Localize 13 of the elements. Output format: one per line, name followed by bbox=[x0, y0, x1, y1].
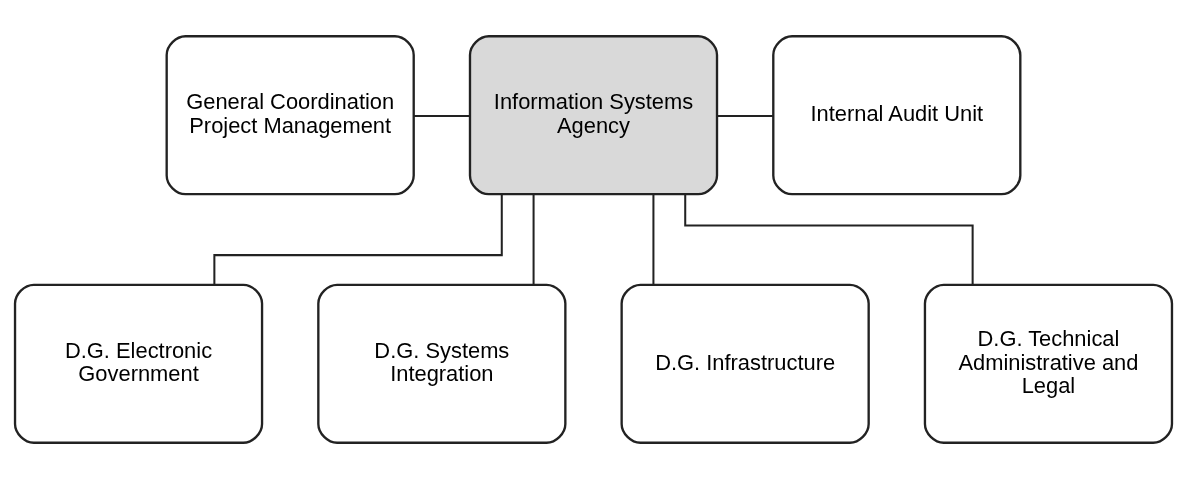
connector bbox=[532, 194, 535, 285]
node-box: D.G. Systems Integration bbox=[317, 283, 567, 444]
node-box: Internal Audit Unit bbox=[772, 35, 1022, 196]
connector bbox=[717, 114, 773, 117]
connector bbox=[684, 194, 974, 285]
node-box: D.G. Electronic Government bbox=[13, 283, 264, 444]
connector bbox=[652, 194, 655, 285]
node-box: Information Systems Agency bbox=[468, 35, 719, 196]
connector bbox=[213, 194, 503, 285]
node-box: D.G. Technical Administrative and Legal bbox=[923, 283, 1174, 444]
node-box: General Coordination Project Management bbox=[165, 35, 415, 196]
node-box: D.G. Infrastructure bbox=[620, 283, 870, 444]
connector bbox=[414, 114, 470, 117]
